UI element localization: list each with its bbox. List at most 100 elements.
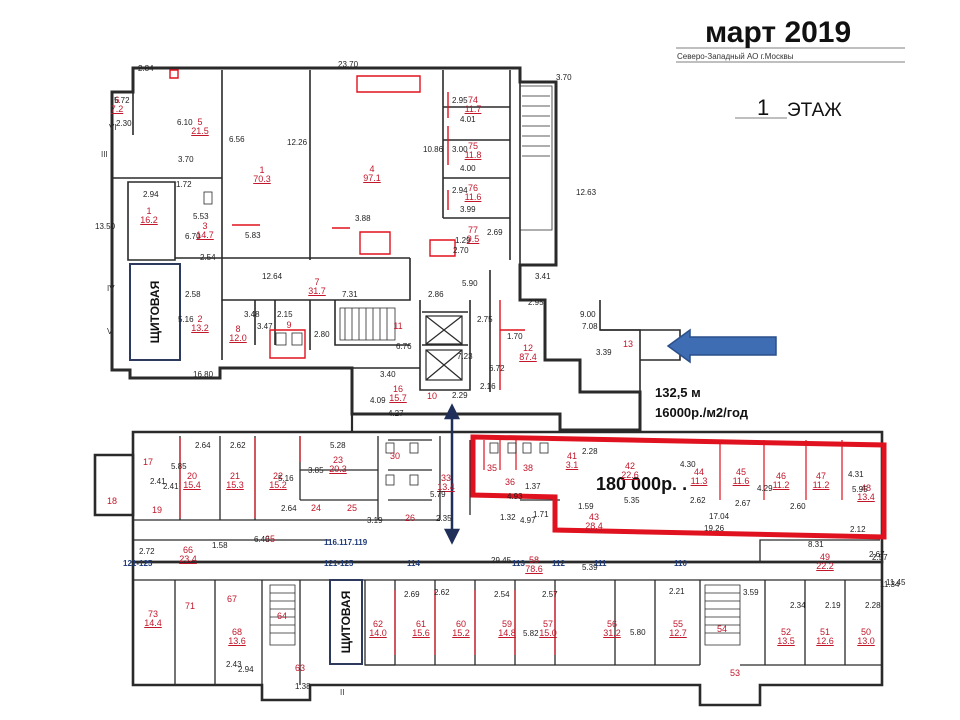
dimension-label: 3.88 — [355, 214, 371, 223]
room-area: 87.4 — [519, 352, 537, 363]
switchboard-label-upper: ЩИТОВАЯ — [148, 280, 162, 344]
dimension-label: 2.94 — [452, 186, 468, 195]
axis-mark: IV — [107, 284, 115, 293]
room-number: 65 — [264, 534, 276, 544]
dimension-label: 3.59 — [743, 588, 759, 597]
dimension-label: 4.30 — [680, 460, 696, 469]
dimension-label: 6.10 — [177, 118, 193, 127]
room-number: 54 — [716, 624, 728, 634]
room-number: 8 — [235, 324, 241, 334]
dimension-label: 2.64 — [195, 441, 211, 450]
room-number: 5 — [197, 117, 203, 127]
room-label: 17 — [143, 457, 153, 467]
room-number: 52 — [780, 627, 791, 637]
room-area: 12.6 — [816, 636, 834, 647]
lower-wing-red-marks — [394, 590, 556, 655]
room-number: 61 — [415, 619, 426, 629]
dimension-label: 5.39 — [582, 563, 598, 572]
dimension-label: 2.67 — [869, 550, 885, 559]
dimension-label: 4.31 — [848, 470, 864, 479]
dimension-label: 7.08 — [582, 322, 598, 331]
room-label: 11 — [393, 321, 402, 331]
room-number: 60 — [455, 619, 466, 629]
dimension-label: 19.26 — [704, 524, 725, 533]
room-area: 13.5 — [777, 636, 795, 647]
dimension-label: 12.26 — [287, 138, 308, 147]
corridor-room-range: 121-125 — [324, 559, 354, 568]
room-area: 15.3 — [226, 480, 244, 491]
offer-rate: 16000р./м2/год — [655, 405, 749, 420]
room-area: 9.5 — [466, 234, 480, 245]
room-area: 15.4 — [183, 480, 201, 491]
room-area: 15.6 — [412, 628, 430, 639]
dimension-label: 5.28 — [330, 441, 346, 450]
corridor-room-range: 113 — [512, 559, 525, 568]
room-area: 78.6 — [525, 564, 543, 575]
dimension-label: 4.27 — [388, 409, 404, 418]
room-number: 64 — [276, 611, 288, 621]
staircase-lower-right — [704, 584, 741, 646]
sanitary-fixtures — [203, 191, 549, 486]
dimension-label: 11.34 — [880, 580, 900, 589]
dimension-label: 5.85 — [171, 462, 187, 471]
dimension-label: 2.29 — [452, 391, 468, 400]
room-number: 22 — [272, 471, 283, 481]
room-number: 20 — [186, 471, 197, 481]
room-number: 25 — [346, 503, 358, 513]
offer-area: 132,5 м — [655, 385, 701, 400]
dimension-label: 4.29 — [757, 484, 773, 493]
floor-number: 1 — [757, 95, 770, 120]
room-number: 2 — [197, 314, 203, 324]
room-label: 53 — [730, 668, 740, 678]
dimension-label: 2.84 — [138, 64, 154, 73]
room-number: 24 — [310, 503, 322, 513]
room-label: 10 — [427, 391, 437, 401]
room-label: 64 — [276, 611, 288, 621]
dimension-label: 2.72 — [139, 547, 155, 556]
room-number: 3 — [202, 221, 208, 231]
room-label: 9 — [286, 320, 291, 330]
dimension-label: 11.45 — [886, 578, 906, 587]
axis-mark: III — [101, 150, 108, 159]
room-number: 55 — [672, 619, 683, 629]
room-number: 23 — [332, 455, 343, 465]
dimension-label: 2.57 — [872, 553, 888, 562]
room-area: 12.0 — [229, 333, 247, 344]
room-number: 73 — [147, 609, 158, 619]
dimension-label: 3.41 — [535, 272, 551, 281]
room-number: 75 — [467, 141, 479, 151]
room-number: 68 — [231, 627, 242, 637]
room-area: 12.7 — [669, 628, 687, 639]
upper-wing — [110, 66, 642, 432]
dimension-label: 4.97 — [520, 516, 536, 525]
room-number: 1 — [259, 165, 265, 175]
room-area: 11.8 — [464, 150, 482, 161]
room-area: 22.6 — [621, 470, 639, 481]
dimension-label: 23.70 — [338, 60, 359, 69]
corridor-room-range: 116.117.119 — [324, 538, 368, 547]
dimension-label: 2.95 — [452, 96, 468, 105]
red-partitions-upper — [169, 69, 525, 390]
corridor-room-range: 114 — [407, 559, 420, 568]
room-label: 18 — [107, 496, 117, 506]
